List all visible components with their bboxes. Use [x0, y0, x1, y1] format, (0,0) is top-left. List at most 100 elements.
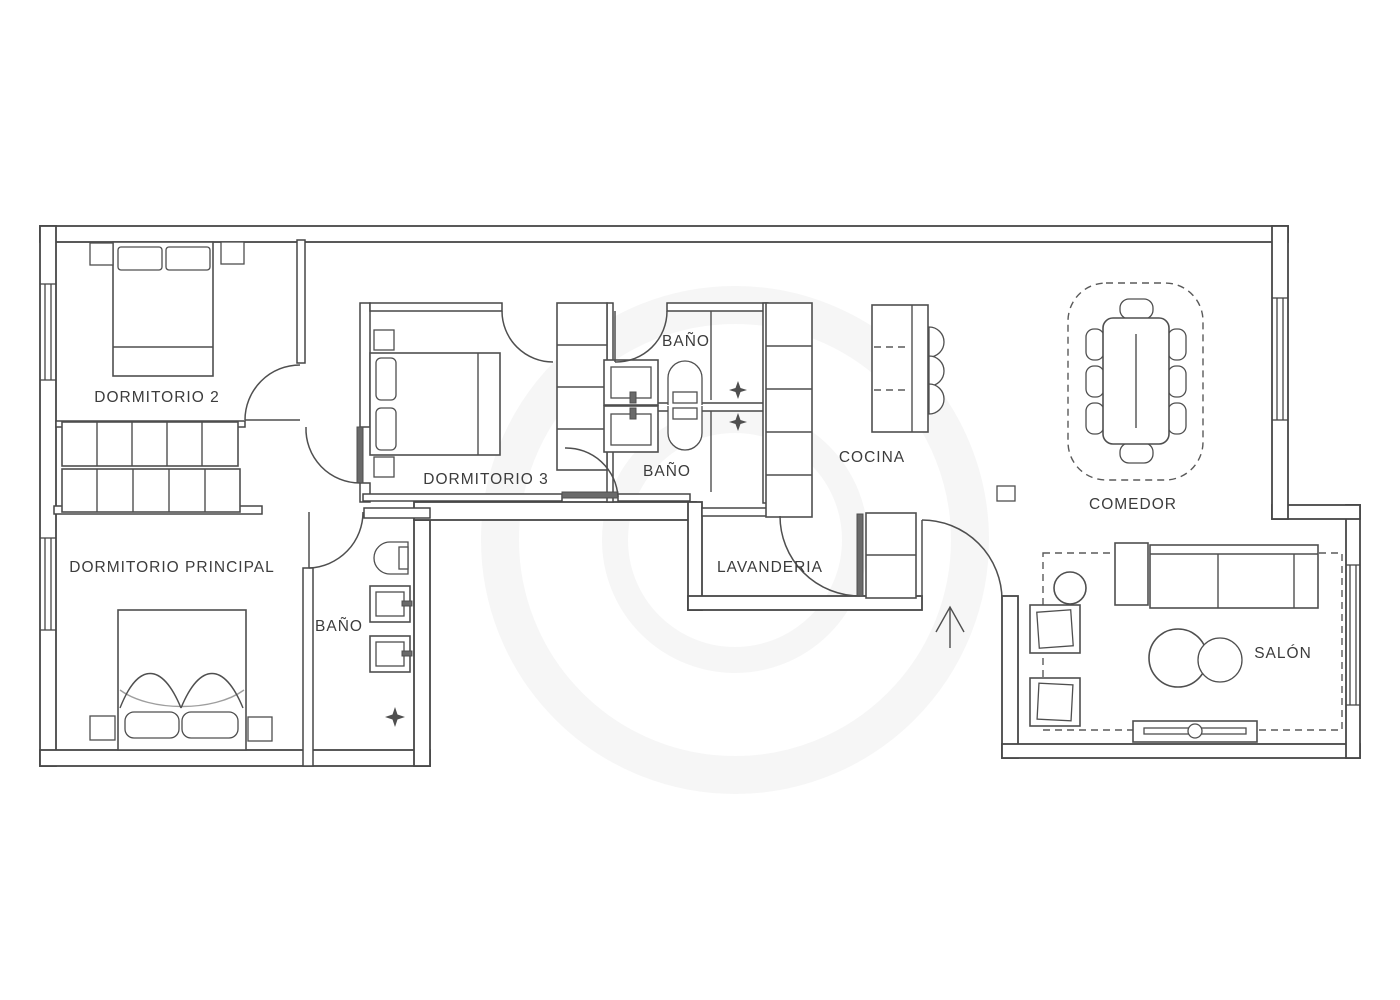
- side-table: [1114, 542, 1149, 606]
- chair: [1119, 442, 1154, 464]
- room-lavanderia: LAVANDERIA: [717, 512, 1003, 648]
- column: [996, 485, 1016, 502]
- wardrobe-row-2: [61, 468, 241, 513]
- hallway: [305, 310, 554, 484]
- shower-symbol: [385, 707, 405, 727]
- room-label-dormitorio-principal: DORMITORIO PRINCIPAL: [69, 559, 274, 576]
- pillow: [375, 407, 397, 451]
- room-label-bano-principal: BAÑO: [315, 618, 363, 635]
- door-dormitorio2: [244, 364, 301, 421]
- door-bano-superior: [614, 310, 668, 363]
- pillow: [375, 357, 397, 401]
- coffee-table-small: [1197, 637, 1243, 683]
- room-label-bano-inferior: BAÑO: [643, 463, 691, 480]
- window-dormitorio2: [40, 283, 56, 381]
- shower-symbol: [729, 381, 747, 399]
- nightstand: [373, 456, 395, 478]
- armchair: [1029, 677, 1081, 727]
- window-salon: [1346, 564, 1360, 706]
- stool: [928, 326, 945, 358]
- pillow: [124, 711, 180, 739]
- room-comedor: COMEDOR: [1067, 282, 1204, 513]
- chair: [1085, 365, 1105, 398]
- toilet: [667, 406, 703, 451]
- room-dormitorio-principal: DORMITORIO PRINCIPAL: [69, 559, 274, 751]
- wall-top: [39, 225, 1289, 243]
- room-cocina: COCINA: [765, 302, 1016, 518]
- tv-console: [1132, 720, 1258, 743]
- nightstand: [373, 329, 395, 351]
- closet-dorm3: [556, 302, 608, 471]
- wall-bath2-bottom: [617, 493, 691, 502]
- room-label-comedor: COMEDOR: [1089, 496, 1177, 513]
- kitchen-island: [871, 304, 945, 433]
- pillow: [165, 246, 211, 271]
- entrance-arrow: [935, 605, 965, 648]
- wall-corridor-bottom: [413, 501, 697, 521]
- nightstand: [247, 716, 273, 742]
- nightstand: [220, 241, 245, 265]
- chair: [1167, 365, 1187, 398]
- wall-masterbath-top: [363, 507, 431, 519]
- sink: [603, 405, 659, 453]
- room-label-salon: SALÓN: [1254, 645, 1312, 662]
- room-label-cocina: COCINA: [839, 449, 905, 466]
- room-bano-superior: BAÑO: [603, 310, 747, 406]
- toilet: [667, 360, 703, 405]
- wall-dorm3-bottom: [362, 493, 563, 502]
- wall-dorm3-top: [369, 302, 503, 312]
- wall-salon-bottom: [1001, 743, 1361, 759]
- sofa: [1149, 544, 1319, 609]
- wall-dorm2-right: [296, 239, 306, 364]
- armchair: [1029, 604, 1081, 654]
- pillow: [181, 711, 239, 739]
- sink: [369, 585, 413, 623]
- wall-bath-top: [666, 302, 768, 312]
- window-dormitorio-principal: [40, 537, 56, 631]
- chair: [1085, 328, 1105, 361]
- nightstand: [89, 242, 114, 266]
- room-label-dormitorio3: DORMITORIO 3: [423, 471, 548, 488]
- door-lavanderia: [779, 513, 864, 597]
- round-side-table: [1053, 571, 1087, 605]
- entrance-door: [921, 519, 1003, 601]
- wall-salon-left: [1001, 595, 1019, 759]
- room-dormitorio3: DORMITORIO 3: [369, 302, 608, 488]
- pillow: [117, 246, 163, 271]
- toilet-tank: [398, 546, 409, 570]
- sink: [603, 359, 659, 406]
- chair: [1119, 298, 1154, 320]
- kitchen-tall-cabinets: [765, 302, 813, 518]
- window-comedor: [1272, 297, 1288, 421]
- chair: [1167, 402, 1187, 435]
- nightstand: [89, 715, 116, 741]
- wall-bottom-left: [39, 749, 431, 767]
- door-bano-inferior: [561, 447, 619, 499]
- wall-laundry-left: [687, 501, 703, 611]
- room-label-bano-superior: BAÑO: [662, 333, 710, 350]
- room-dormitorio2: DORMITORIO 2: [61, 241, 301, 513]
- room-salon: SALÓN: [1029, 542, 1343, 743]
- stool: [928, 355, 945, 387]
- room-bano-principal: BAÑO: [308, 511, 413, 727]
- sink: [369, 635, 413, 673]
- wall-entry-bottom: [687, 595, 923, 611]
- wall-hall-dorm3-lower: [359, 482, 371, 503]
- windows: [40, 283, 1360, 706]
- room-label-lavanderia: LAVANDERIA: [717, 559, 823, 576]
- door-dormitorio3-top: [501, 310, 554, 363]
- stool: [928, 383, 945, 415]
- room-label-dormitorio2: DORMITORIO 2: [94, 389, 219, 406]
- shower-symbol: [729, 413, 747, 431]
- door-dormitorio3-hall: [305, 426, 364, 484]
- wall-masterbath-right: [413, 519, 431, 767]
- room-bano-inferior: BAÑO: [561, 405, 747, 499]
- wardrobe-row-1: [61, 421, 239, 467]
- entry-cabinets: [865, 512, 917, 599]
- wall-hall-dorm3-upper: [359, 302, 371, 428]
- chair: [1167, 328, 1187, 361]
- door-bano-principal: [308, 511, 364, 569]
- chair: [1085, 402, 1105, 435]
